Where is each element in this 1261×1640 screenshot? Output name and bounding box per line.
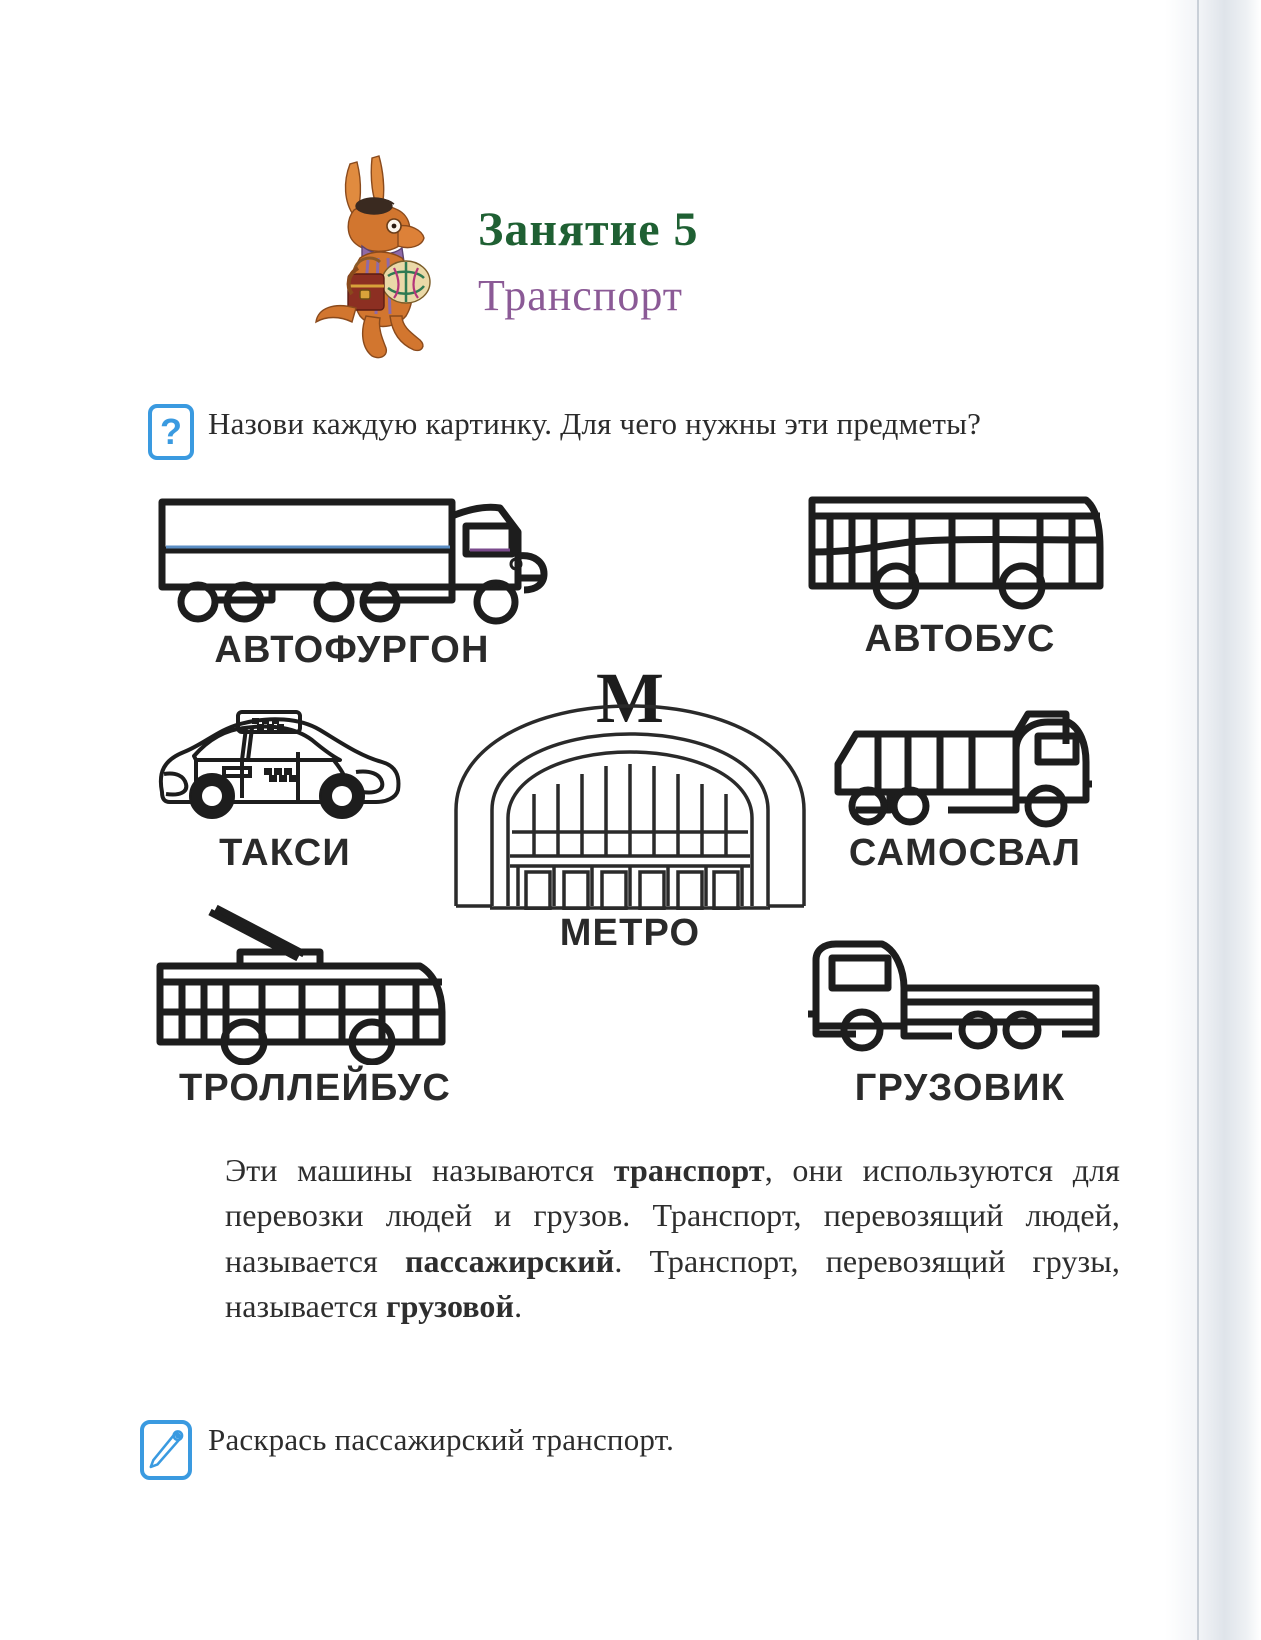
- picture-cell-dumptruck: САМОСВАЛ: [830, 700, 1100, 875]
- task-question-text: Назови каждую картинку. Для чего нужны э…: [208, 406, 982, 441]
- kangaroo-illustration: [315, 155, 431, 359]
- picture-cell-trolleybus: ТРОЛЛЕЙБУС: [150, 900, 480, 1110]
- picture-cell-taxi: ТАКСИ: [150, 700, 420, 875]
- picture-cell-truck: ГРУЗОВИК: [800, 930, 1120, 1110]
- box-truck-icon: [158, 498, 548, 625]
- title-block: Занятие 5 Транспорт: [478, 203, 998, 322]
- body-paragraph: Эти машины называются транспорт, они исп…: [225, 1148, 1120, 1330]
- body-text-3: . Транспорт, перевозящий грузы, называет…: [225, 1242, 1120, 1325]
- flatbed-truck-icon: [808, 940, 1100, 1052]
- body-term-transport: транспорт: [613, 1152, 765, 1188]
- picture-label-metro: МЕТРО: [559, 912, 701, 954]
- page-subtitle: Транспорт: [478, 271, 684, 321]
- task-color-text: Раскрась пассажирский транспорт.: [208, 1422, 675, 1457]
- pencil-icon: [140, 1420, 192, 1480]
- picture-label-truck: ГРУЗОВИК: [854, 1067, 1066, 1109]
- body-term-cargo: грузовой: [385, 1288, 515, 1325]
- dump-truck-icon: [834, 710, 1092, 828]
- body-text-4: .: [514, 1288, 523, 1325]
- body-term-passenger: пассажирский: [404, 1242, 615, 1279]
- page-title: Занятие 5: [478, 203, 699, 256]
- picture-cell-bus: АВТОБУС: [800, 486, 1120, 661]
- question-mark-glyph: ?: [160, 411, 182, 452]
- picture-label-taxi: ТАКСИ: [219, 832, 351, 874]
- page-content-area: Занятие 5 Транспорт ? Назови каждую карт…: [140, 150, 1128, 1480]
- metro-sign-letter: М: [596, 660, 664, 738]
- body-text-1: Эти машины называются: [225, 1152, 614, 1188]
- scan-gutter: [1165, 0, 1261, 1640]
- page-header: Занятие 5 Транспорт: [300, 150, 1040, 380]
- picture-cell-van: АВТОФУРГОН: [152, 492, 552, 672]
- trolleybus-icon: [156, 904, 446, 1065]
- picture-label-bus: АВТОБУС: [864, 618, 1056, 660]
- pencil-glyph: [149, 1430, 184, 1469]
- body-text-2: , они используются для перевозки людей и…: [225, 1152, 1121, 1279]
- scan-edge-line: [1197, 0, 1199, 1640]
- question-mark-icon: ?: [148, 404, 194, 460]
- picture-label-dumptruck: САМОСВАЛ: [848, 832, 1082, 874]
- taxi-car-icon: [158, 710, 401, 819]
- picture-grid: АВТОФУРГОН: [150, 486, 1120, 1110]
- metro-station-icon: М: [454, 660, 806, 910]
- picture-cell-metro: М: [430, 660, 830, 955]
- picture-label-van: АВТОФУРГОН: [214, 629, 490, 671]
- task-color-row: Раскрась пассажирский транспорт.: [140, 1420, 1100, 1480]
- bus-icon: [808, 496, 1104, 610]
- task-question-row: ? Назови каждую картинку. Для чего нужны…: [148, 404, 1128, 460]
- picture-label-trolleybus: ТРОЛЛЕЙБУС: [178, 1067, 452, 1109]
